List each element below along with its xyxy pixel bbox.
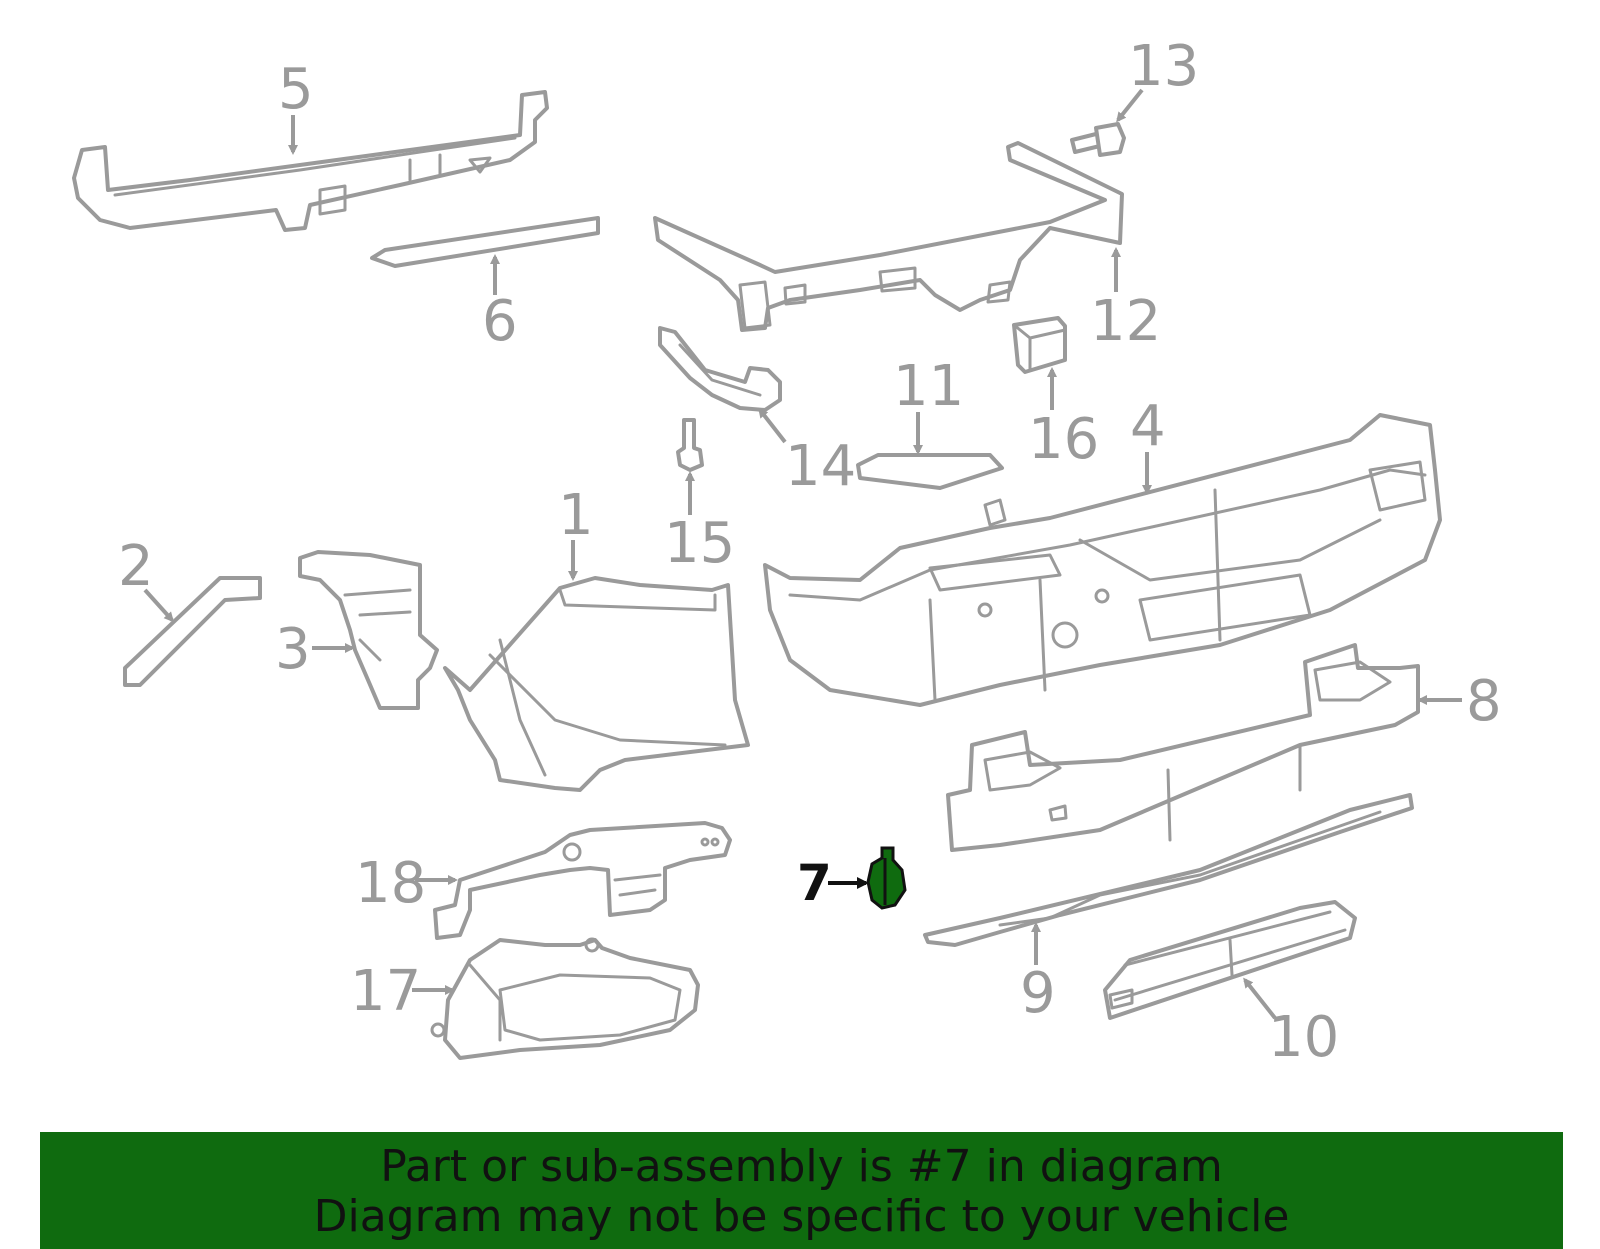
arrow-2 bbox=[143, 588, 175, 623]
callout-8: 8 bbox=[1466, 669, 1502, 734]
part-1-lamp-housing[interactable] bbox=[443, 576, 750, 792]
part-7-plug-highlighted[interactable] bbox=[866, 846, 907, 910]
callout-4: 4 bbox=[1130, 394, 1166, 459]
part-16-clip[interactable] bbox=[1012, 316, 1067, 374]
part-4-bumper-cover[interactable] bbox=[763, 413, 1442, 707]
callout-17: 17 bbox=[350, 959, 421, 1024]
part-5-bracket[interactable] bbox=[72, 90, 549, 232]
part-11-strip[interactable] bbox=[856, 453, 1004, 490]
part-10-step-pad[interactable] bbox=[1103, 900, 1357, 1020]
part-8-impact-beam[interactable] bbox=[946, 643, 1420, 852]
part-9-lower-rail[interactable] bbox=[923, 793, 1414, 947]
part-2-trim-strip[interactable] bbox=[123, 576, 262, 687]
arrow-10 bbox=[1243, 977, 1277, 1020]
part-6-strip[interactable] bbox=[370, 216, 600, 268]
arrow-14 bbox=[758, 407, 787, 444]
banner-line-2: Diagram may not be specific to your vehi… bbox=[313, 1191, 1290, 1242]
callout-1: 1 bbox=[558, 483, 594, 548]
part-15-bolt[interactable] bbox=[676, 418, 704, 472]
banner-line-1: Part or sub-assembly is #7 in diagram bbox=[380, 1141, 1223, 1192]
callout-13: 13 bbox=[1128, 34, 1199, 99]
arrow-13 bbox=[1116, 88, 1144, 123]
part-12-crossmember[interactable] bbox=[653, 141, 1124, 332]
callout-18: 18 bbox=[355, 851, 426, 916]
callout-10: 10 bbox=[1268, 1005, 1339, 1070]
callout-2: 2 bbox=[118, 534, 154, 599]
part-14-hook-bracket[interactable] bbox=[658, 326, 782, 412]
callout-6: 6 bbox=[482, 289, 518, 354]
callout-5: 5 bbox=[278, 57, 314, 122]
callout-15: 15 bbox=[664, 511, 735, 576]
callout-12: 12 bbox=[1090, 289, 1161, 354]
callout-16: 16 bbox=[1028, 407, 1099, 472]
callout-9: 9 bbox=[1020, 961, 1056, 1026]
callout-14: 14 bbox=[785, 434, 856, 499]
callout-3: 3 bbox=[275, 617, 311, 682]
info-banner: Part or sub-assembly is #7 in diagram Di… bbox=[40, 1132, 1563, 1249]
part-17-lamp-housing[interactable] bbox=[430, 937, 700, 1060]
callout-7: 7 bbox=[797, 854, 832, 912]
part-18-bracket[interactable] bbox=[433, 821, 732, 940]
part-3-bracket[interactable] bbox=[298, 550, 439, 710]
callout-11: 11 bbox=[893, 354, 964, 419]
part-13-bolt[interactable] bbox=[1070, 122, 1126, 157]
